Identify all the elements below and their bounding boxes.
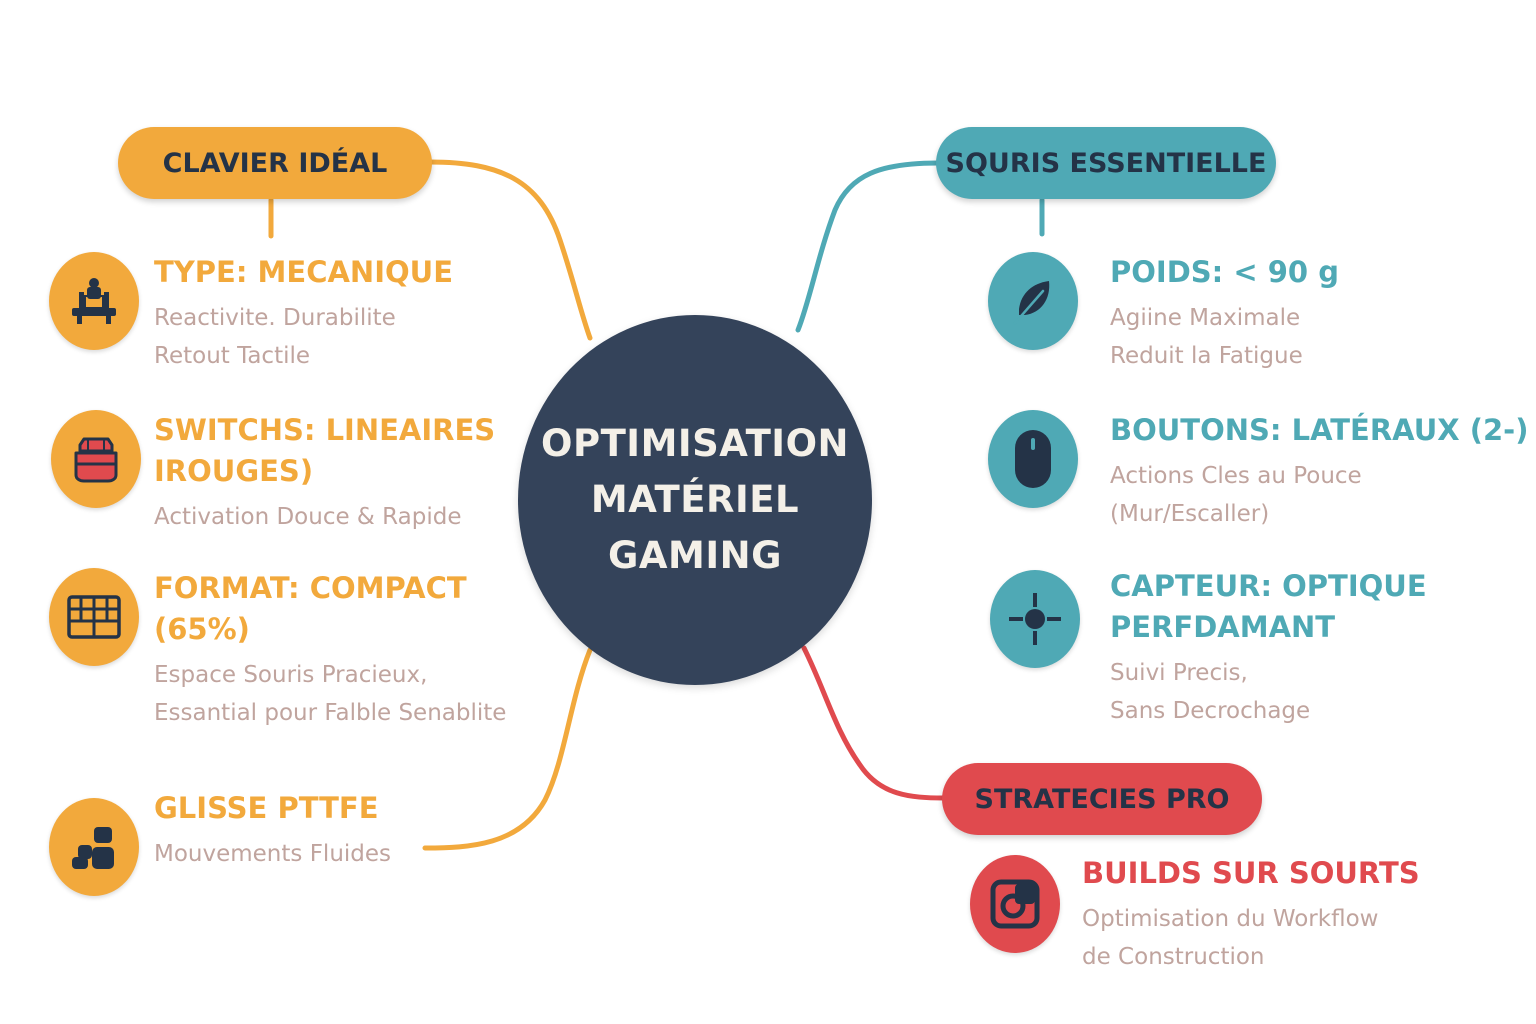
connector-strategy (801, 645, 947, 801)
item-format-compact: FORMAT: COMPACT (65%) Espace Souris Prac… (154, 568, 506, 732)
item-title: GLISSE PTTFE (154, 791, 379, 825)
item-poids: POIDS: < 90 g Agiine Maximale Reduit la … (1110, 252, 1339, 375)
keyboard-user-icon (49, 252, 139, 350)
ptfe-feet-icon (49, 798, 139, 896)
item-description: Mouvements Fluides (154, 841, 392, 867)
item-description: Optimisation du Workflow de Construction (1082, 906, 1379, 970)
item-type-mecanique: TYPE: MECANIQUE Reactivite. Durabilite R… (154, 252, 453, 375)
item-title: BUILDS SUR SOURTS (1082, 856, 1420, 890)
item-glisse-ptfe: GLISSE PTTFE Mouvements Fluides (154, 788, 391, 873)
central-topic-title: OPTIMISATION MATÉRIEL GAMING (541, 422, 849, 577)
item-switchs: SWITCHS: LINEAIRES IROUGES) Activation D… (154, 410, 495, 536)
branch-pill-mouse: SQURIS ESSENTIELLE (936, 127, 1276, 199)
central-topic: OPTIMISATION MATÉRIEL GAMING (518, 315, 872, 685)
item-title: FORMAT: COMPACT (65%) (154, 571, 467, 646)
item-title: SWITCHS: LINEAIRES IROUGES) (154, 413, 496, 488)
build-target-icon (970, 855, 1060, 953)
feather-icon (988, 252, 1078, 350)
connector-glisse (422, 647, 593, 851)
item-capteur: CAPTEUR: OPTIQUE PERFDAMANT Suivi Precis… (1110, 566, 1427, 730)
item-description: Suivi Precis, Sans Decrochage (1110, 660, 1311, 724)
item-description: Activation Douce & Rapide (154, 504, 462, 530)
crosshair-icon (990, 570, 1080, 668)
red-switch-icon (51, 410, 141, 508)
item-title: POIDS: < 90 g (1110, 255, 1339, 289)
item-description: Espace Souris Pracieux, Essantial pour F… (154, 662, 507, 726)
item-boutons: BOUTONS: LATÉRAUX (2-) Actions Cles au P… (1110, 410, 1528, 533)
item-description: Actions Cles au Pouce (Mur/Escaller) (1110, 463, 1362, 527)
item-builds: BUILDS SUR SOURTS Optimisation du Workfl… (1082, 853, 1420, 976)
item-description: Reactivite. Durabilite Retout Tactile (154, 305, 396, 369)
connector-keyboard (427, 159, 593, 341)
item-title: BOUTONS: LATÉRAUX (2-) (1110, 413, 1529, 447)
branch-pill-keyboard: CLAVIER IDÉAL (118, 127, 432, 199)
branch-pill-strategy: STRATECIES PRO (942, 763, 1262, 835)
item-title: CAPTEUR: OPTIQUE PERFDAMANT (1110, 569, 1427, 644)
connector-mouse (795, 160, 941, 333)
mouse-icon (988, 410, 1078, 508)
item-title: TYPE: MECANIQUE (154, 255, 454, 289)
compact-keyboard-grid-icon (49, 568, 139, 666)
item-description: Agiine Maximale Reduit la Fatigue (1110, 305, 1303, 369)
